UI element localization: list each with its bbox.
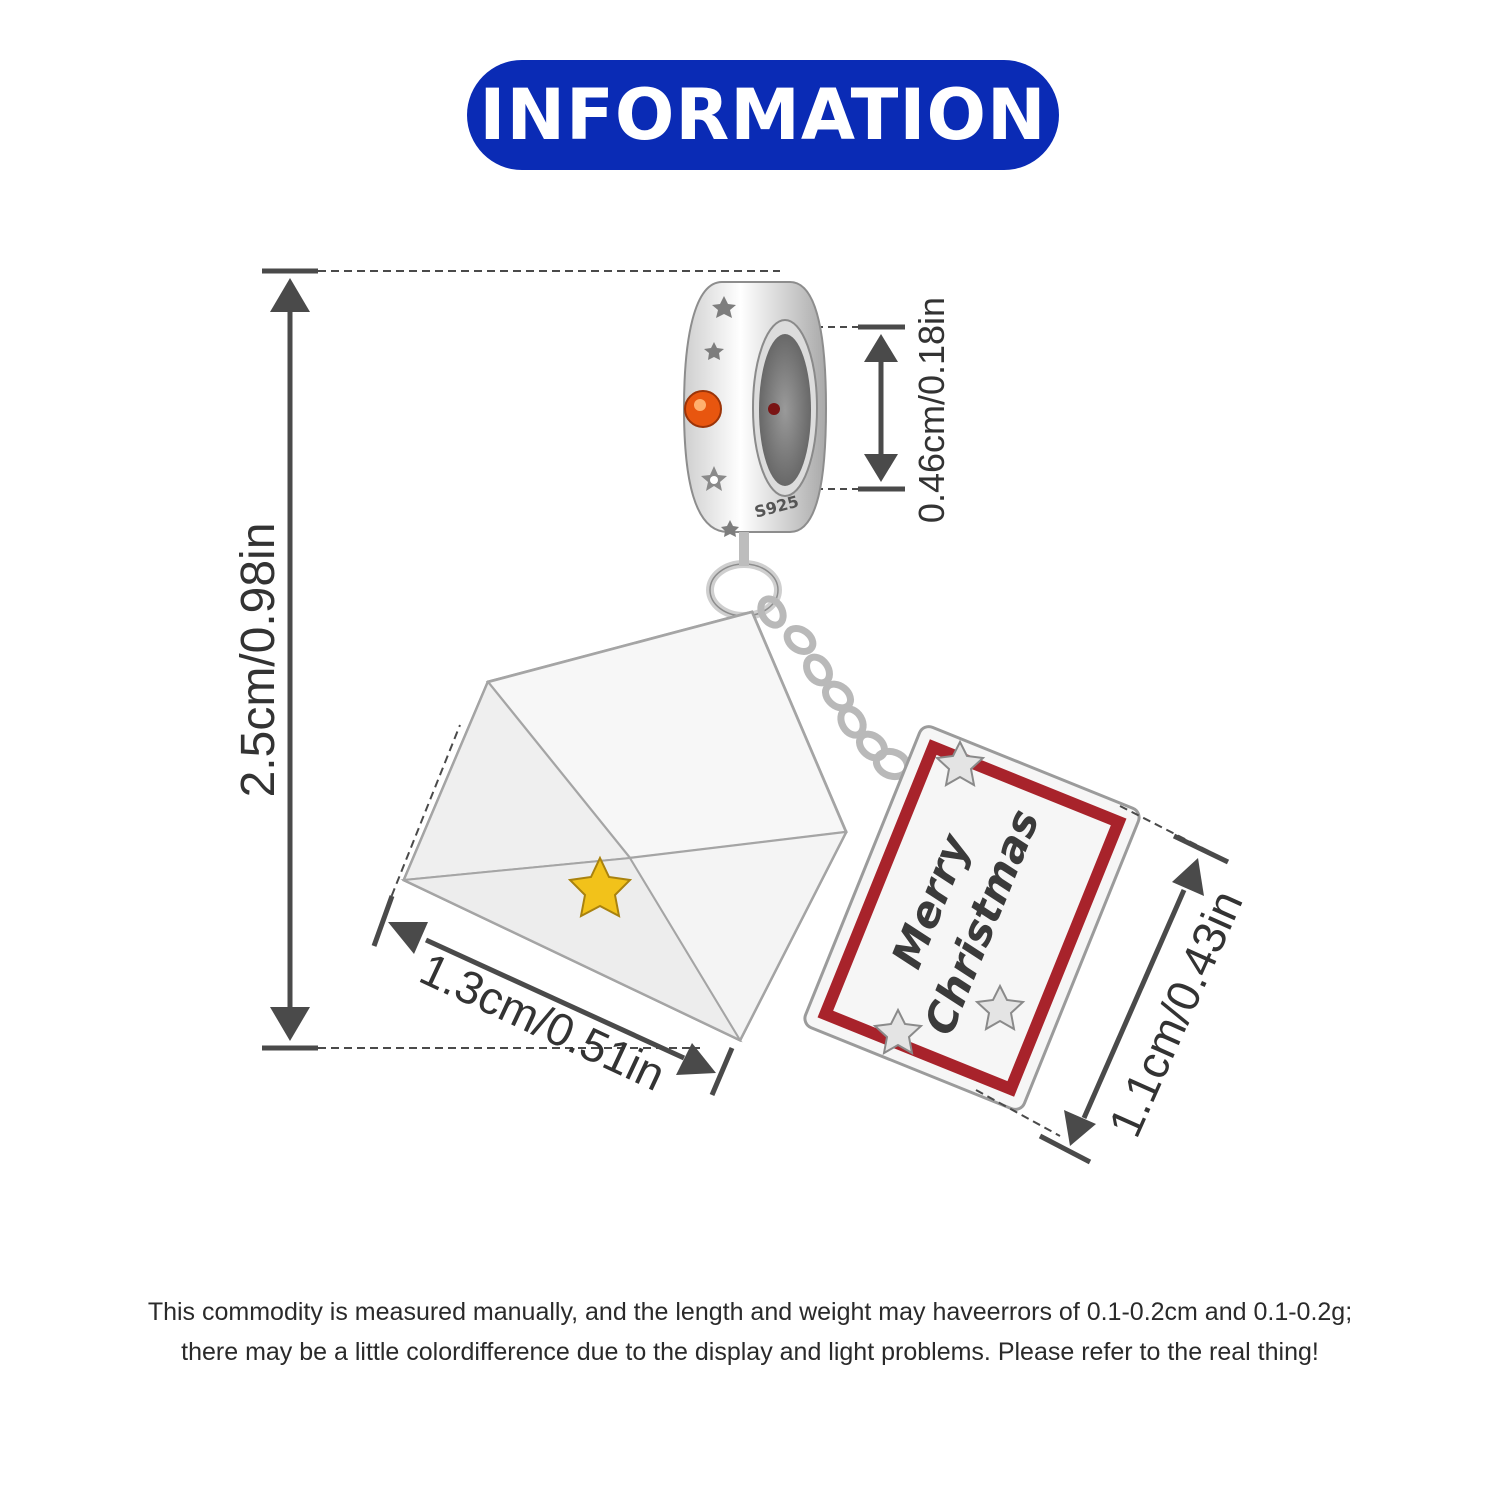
jump-ring <box>706 532 782 620</box>
arrow-left-icon <box>388 922 428 954</box>
merry-christmas-tag: Merry Christmas <box>803 725 1141 1111</box>
ring-hole-dimension: 0.46cm/0.18in <box>780 297 952 523</box>
height-dimension: 2.5cm/0.98in <box>232 268 780 1051</box>
star-icon <box>872 1007 924 1055</box>
disclaimer-line-2: there may be a little colordifference du… <box>181 1338 1319 1366</box>
star-icon <box>974 983 1026 1031</box>
arrow-up-icon <box>864 334 898 362</box>
disclaimer: This commodity is measured manually, and… <box>0 1292 1500 1372</box>
banner-title: INFORMATION <box>479 74 1047 156</box>
arrow-up-icon <box>270 278 310 312</box>
tag-height-label: 1.1cm/0.43in <box>1098 883 1253 1145</box>
envelope-charm <box>400 610 848 1043</box>
height-label: 2.5cm/0.98in <box>232 523 285 798</box>
information-banner: INFORMATION <box>467 60 1059 170</box>
arrow-down-icon <box>864 454 898 482</box>
star-icon <box>934 739 986 787</box>
disclaimer-line-1: This commodity is measured manually, and… <box>147 1298 1353 1326</box>
star-icon <box>567 855 633 918</box>
arrow-right-icon <box>676 1043 716 1075</box>
arrow-up-icon <box>1172 858 1204 896</box>
arrow-down-icon <box>1064 1110 1096 1146</box>
arrow-down-icon <box>270 1007 310 1041</box>
ring-hole-label: 0.46cm/0.18in <box>911 297 952 523</box>
bail-ring: S925 <box>682 281 828 537</box>
